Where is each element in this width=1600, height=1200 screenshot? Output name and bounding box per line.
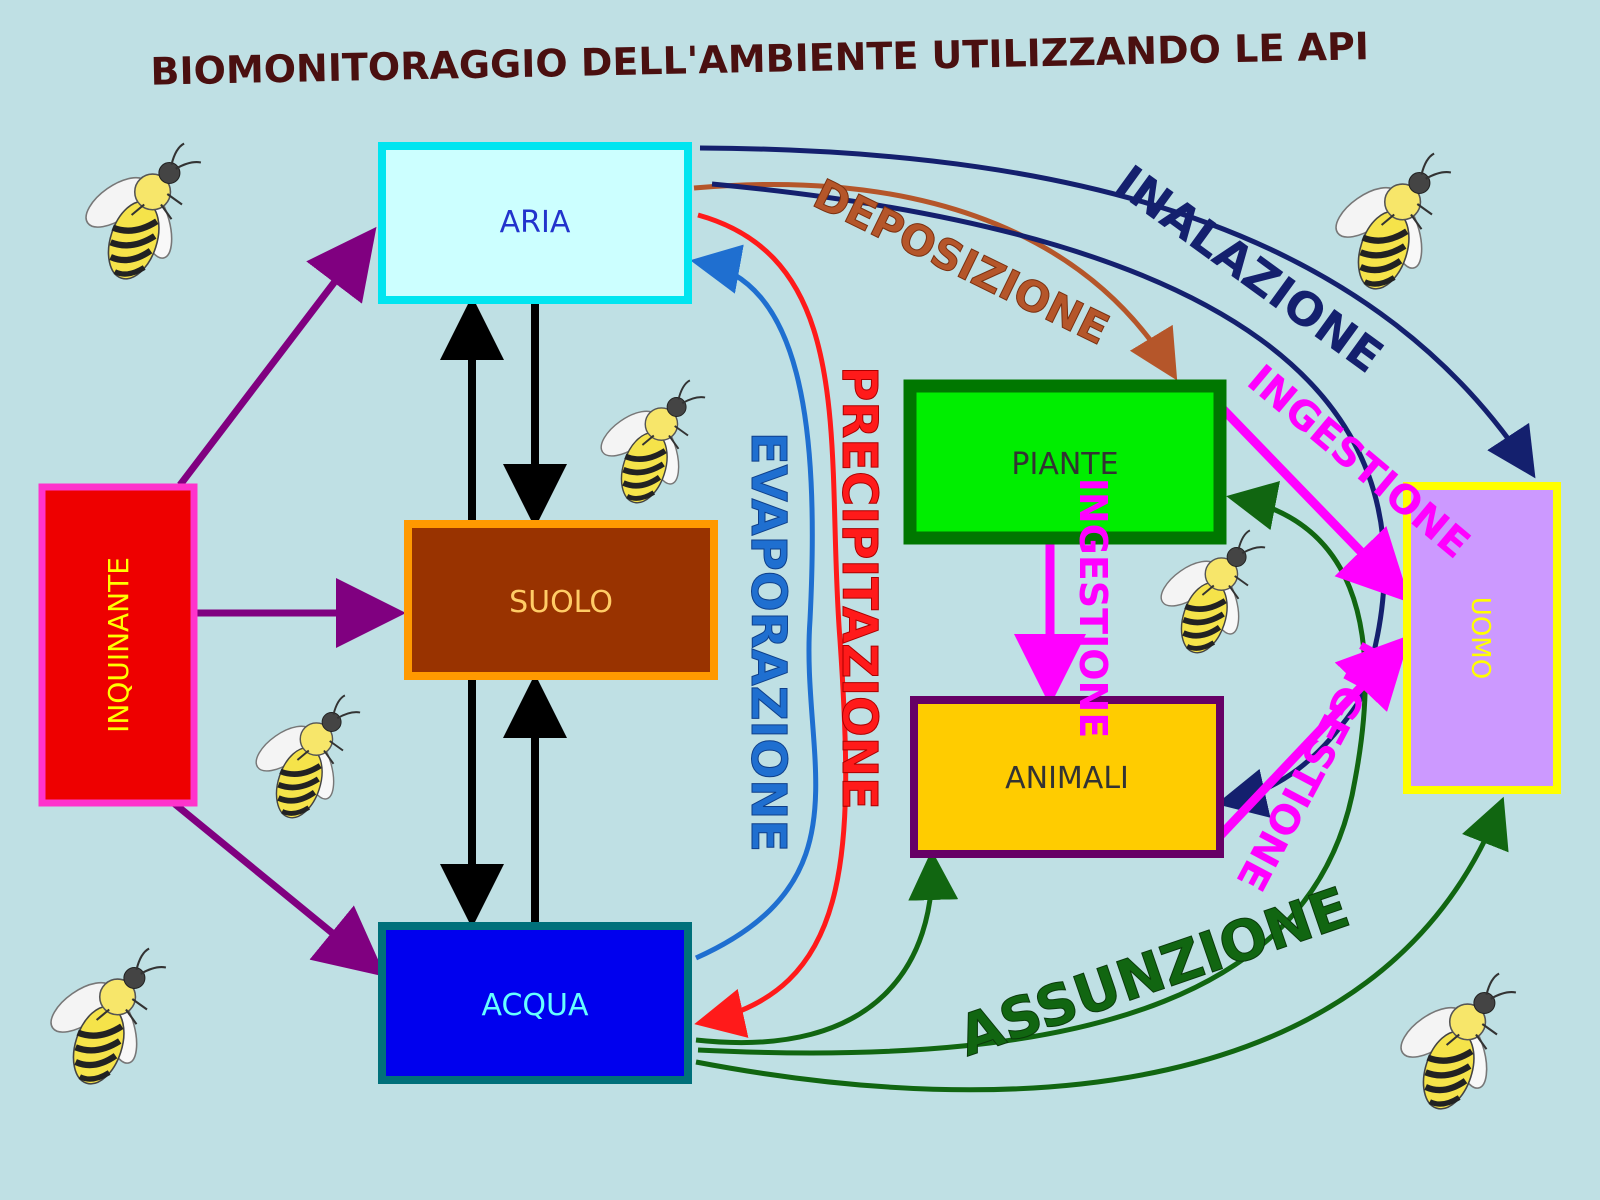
label-evaporazione: EVAPORAZIONE xyxy=(740,432,796,852)
arrow-inquinante-acqua xyxy=(167,797,386,977)
box-inquinante-label: INQUINANTE xyxy=(102,557,135,733)
box-suolo: SUOLO xyxy=(404,520,718,680)
label-ingestione-animali-uomo: INGESTIONE xyxy=(1227,634,1396,898)
bee-icon xyxy=(1154,530,1265,658)
box-aria-label: ARIA xyxy=(500,205,571,240)
box-piante: PIANTE xyxy=(903,379,1227,545)
arrow-inalazione-uomo xyxy=(699,145,1536,479)
bee-icon xyxy=(78,144,201,286)
box-inquinante: INQUINANTE xyxy=(38,483,198,807)
arrow-inquinante-aria xyxy=(177,226,377,488)
bee-icon xyxy=(43,949,166,1091)
box-uomo: UOMO xyxy=(1403,482,1561,794)
bee-icon xyxy=(249,695,360,823)
arrow-ingestione-piante-uomo xyxy=(1214,400,1411,603)
box-animali-label: ANIMALI xyxy=(1005,761,1129,796)
diagram-title: BIOMONITORAGGIO DELL'AMBIENTE UTILIZZAND… xyxy=(150,24,1369,94)
label-assunzione: ASSUNZIONE xyxy=(951,875,1358,1069)
box-acqua: ACQUA xyxy=(378,922,692,1084)
arrow-assunzione-uomo xyxy=(695,796,1509,1093)
box-piante-label: PIANTE xyxy=(1011,447,1118,482)
label-inalazione: INALAZIONE xyxy=(1106,154,1393,383)
arrow-deposizione xyxy=(693,182,1178,381)
box-suolo-label: SUOLO xyxy=(509,585,613,620)
box-aria: ARIA xyxy=(378,142,692,304)
bee-icon xyxy=(1393,974,1516,1116)
arrow-evaporazione xyxy=(690,244,819,961)
arrow-inalazione-animali xyxy=(711,181,1387,818)
bee-icon xyxy=(1328,154,1451,296)
box-uomo-label: UOMO xyxy=(1465,597,1495,679)
arrow-assunzione-animali xyxy=(695,850,959,1046)
label-precipitazione: PRECIPITAZIONE xyxy=(831,366,887,810)
label-ingestione-piante-animali: INGESTIONE xyxy=(1071,478,1115,739)
arrow-precipitazione xyxy=(694,212,849,1038)
bee-icon xyxy=(594,380,705,508)
box-acqua-label: ACQUA xyxy=(481,988,589,1023)
arrow-ingestione-animali-uomo xyxy=(1214,634,1411,842)
box-animali: ANIMALI xyxy=(910,696,1224,858)
